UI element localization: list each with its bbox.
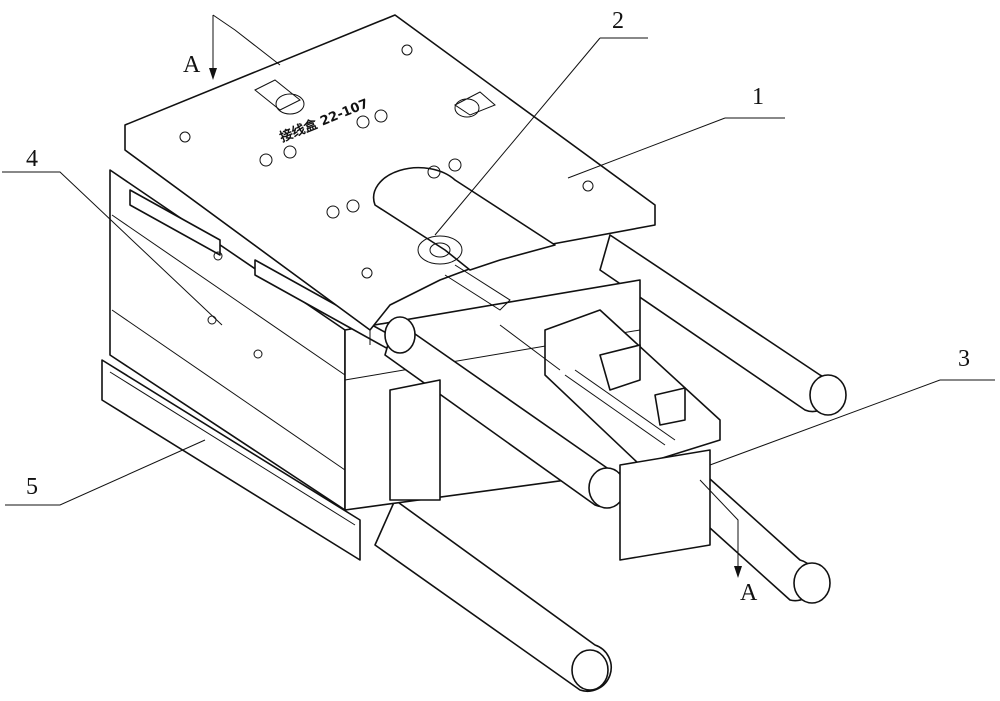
section-mark-a-top: A xyxy=(183,52,200,79)
guide-rod-bottom xyxy=(375,500,611,691)
callout-2: 2 xyxy=(612,8,624,35)
callout-4: 4 xyxy=(26,146,38,173)
callout-5: 5 xyxy=(26,474,38,501)
callout-1: 1 xyxy=(752,84,764,111)
section-mark-a-bottom: A xyxy=(740,580,757,607)
callout-3: 3 xyxy=(958,346,970,373)
guide-rod-right-front xyxy=(690,470,830,603)
